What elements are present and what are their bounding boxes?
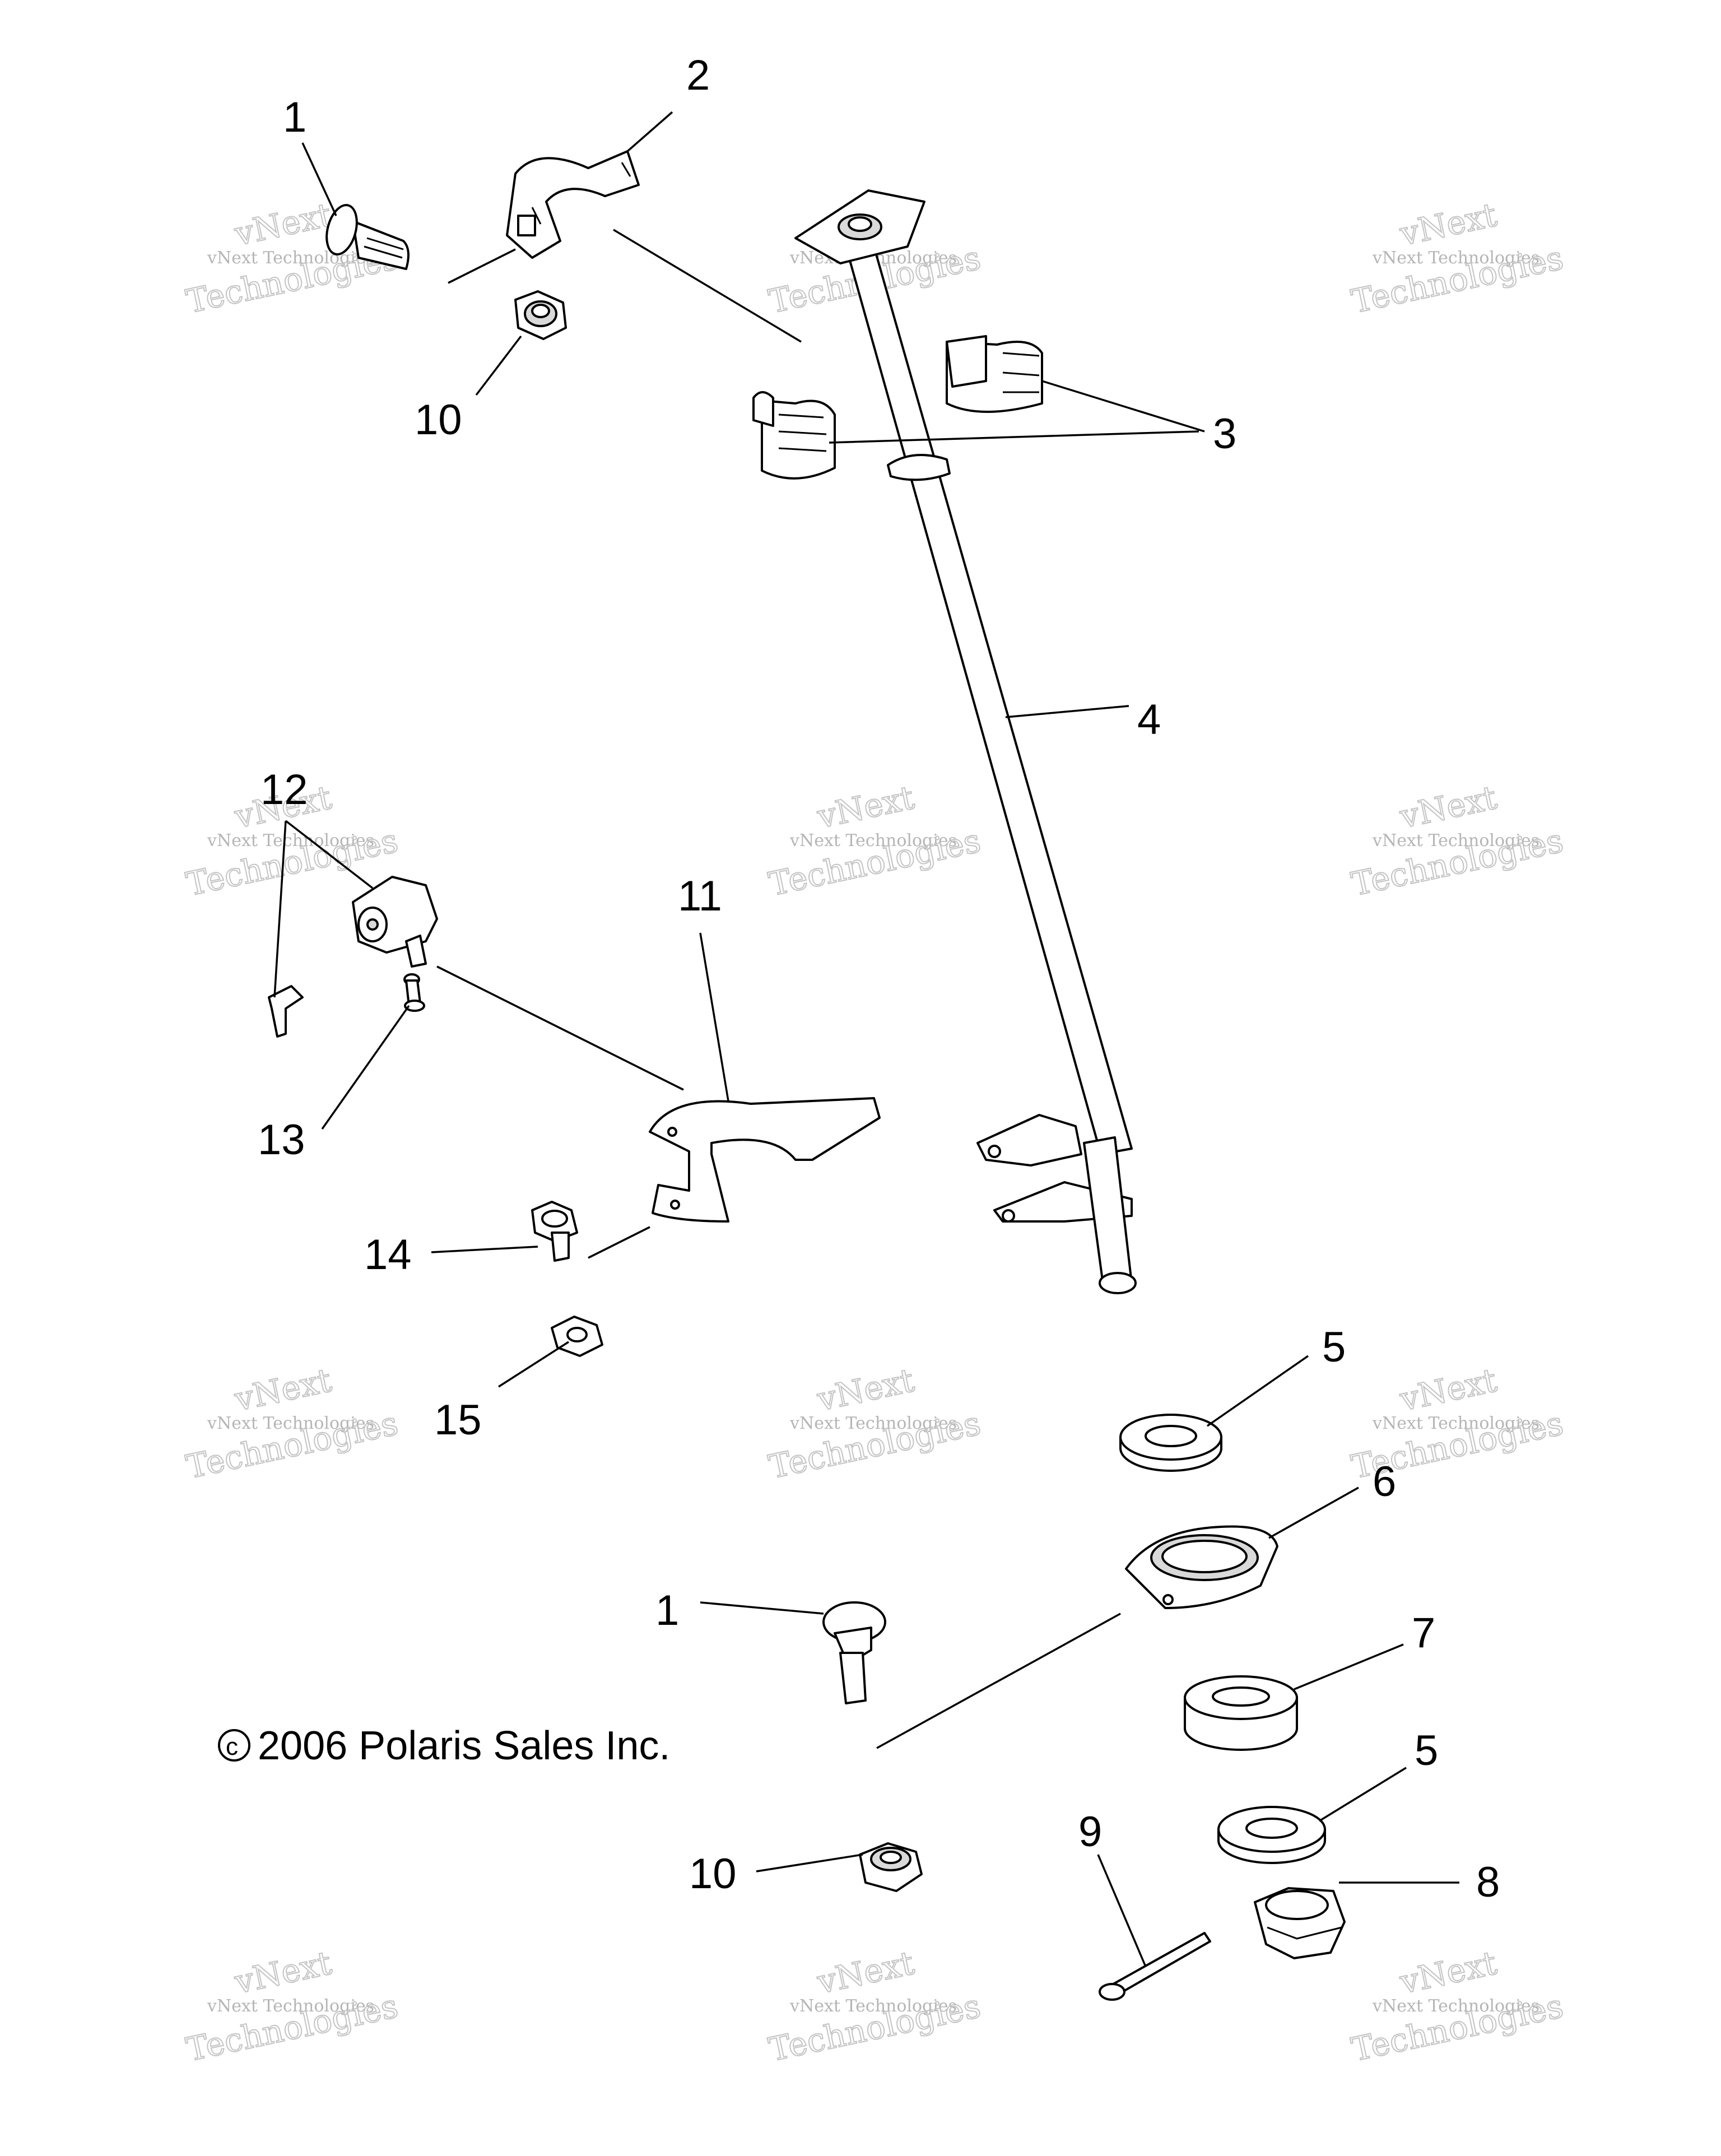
svg-text:vNext: vNext — [813, 1944, 917, 2001]
copyright-symbol-letter: c — [226, 1733, 238, 1760]
part-3-bushing-left — [752, 391, 836, 480]
svg-text:vNext Technologies: vNext Technologies — [1372, 1414, 1539, 1433]
svg-text:vNext Technologies: vNext Technologies — [207, 1996, 374, 2016]
part-10-nut-top — [514, 290, 567, 340]
callout-5-upper: 5 — [1322, 1323, 1346, 1371]
part-10-nut-lower — [859, 1842, 923, 1892]
svg-text:vNext Technologies: vNext Technologies — [789, 1996, 957, 2016]
svg-text:vNext Technologies: vNext Technologies — [789, 1414, 957, 1433]
part-9-cotter-pin — [1099, 1932, 1211, 2001]
part-11-bracket — [649, 1097, 881, 1223]
part-12-lock — [268, 876, 438, 1038]
watermarks: vNext vNext Technologies Technologies vN… — [182, 195, 1567, 2069]
part-1-bolt-top — [325, 204, 410, 270]
part-5-washer-upper — [1119, 1414, 1222, 1472]
watermark: vNext vNext Technologies Technologies — [1347, 778, 1567, 904]
copyright-text: 2006 Polaris Sales Inc. — [258, 1723, 670, 1768]
part-2-clamp — [506, 150, 640, 259]
copyright-notice: c 2006 Polaris Sales Inc. — [218, 1723, 670, 1768]
svg-text:vNext Technologies: vNext Technologies — [1372, 831, 1539, 851]
svg-text:vNext: vNext — [1396, 1361, 1500, 1419]
part-4-steering-shaft — [794, 189, 1137, 1294]
svg-text:vNext: vNext — [1396, 1944, 1500, 2001]
svg-text:vNext: vNext — [1396, 196, 1500, 253]
callout-5-lower: 5 — [1415, 1727, 1438, 1774]
part-7-bushing — [1184, 1675, 1298, 1751]
watermark: vNext vNext Technologies Technologies — [1347, 195, 1567, 321]
svg-text:vNext: vNext — [231, 196, 334, 253]
part-3-bushing-right — [946, 335, 1043, 413]
watermark: vNext vNext Technologies Technologies — [182, 1943, 402, 2069]
part-8-castle-nut — [1254, 1887, 1346, 1959]
leader-lines — [273, 111, 1459, 1967]
callout-2: 2 — [686, 52, 710, 99]
svg-text:vNext: vNext — [231, 1361, 334, 1419]
svg-text:vNext Technologies: vNext Technologies — [1372, 248, 1539, 268]
watermark: vNext vNext Technologies Technologies — [765, 778, 984, 904]
watermark: vNext vNext Technologies Technologies — [182, 1360, 402, 1486]
svg-text:vNext: vNext — [813, 1361, 917, 1419]
copyright-symbol — [218, 1729, 250, 1762]
svg-text:vNext Technologies: vNext Technologies — [1372, 1996, 1539, 2016]
svg-text:vNext: vNext — [231, 1944, 334, 2001]
callout-6: 6 — [1373, 1458, 1396, 1506]
callout-7: 7 — [1412, 1609, 1435, 1657]
svg-text:vNext Technologies: vNext Technologies — [207, 1414, 374, 1433]
svg-text:vNext Technologies: vNext Technologies — [207, 248, 374, 268]
callout-4: 4 — [1137, 696, 1161, 744]
watermark: vNext vNext Technologies Technologies — [765, 1943, 984, 2069]
svg-text:vNext Technologies: vNext Technologies — [207, 831, 374, 851]
part-1-bolt-lower — [822, 1601, 886, 1704]
callout-12: 12 — [261, 766, 308, 814]
callout-10-lower: 10 — [689, 1850, 737, 1898]
callouts: 1 2 3 4 5 5 6 7 8 9 10 10 11 12 13 14 15… — [258, 52, 1500, 1906]
callout-9: 9 — [1078, 1808, 1102, 1856]
svg-text:vNext Technologies: vNext Technologies — [789, 831, 957, 851]
part-14-bolt — [531, 1201, 578, 1262]
watermark: vNext vNext Technologies Technologies — [765, 1360, 984, 1486]
callout-14: 14 — [364, 1231, 412, 1279]
svg-text:vNext: vNext — [813, 778, 917, 836]
callout-10-top: 10 — [415, 396, 462, 444]
callout-13: 13 — [258, 1116, 305, 1164]
callout-8: 8 — [1476, 1858, 1500, 1906]
part-5-washer-lower — [1217, 1806, 1326, 1864]
part-15-nut — [551, 1316, 603, 1357]
callout-1-lower: 1 — [655, 1587, 679, 1634]
callout-1-top: 1 — [283, 94, 306, 141]
part-13-screw — [403, 973, 425, 1012]
callout-15: 15 — [434, 1396, 482, 1444]
svg-text:vNext: vNext — [1396, 778, 1500, 836]
callout-3: 3 — [1213, 410, 1236, 458]
callout-11: 11 — [678, 872, 722, 920]
part-6-bearing-flange — [1125, 1525, 1278, 1609]
watermark: vNext vNext Technologies Technologies — [1347, 1943, 1567, 2069]
